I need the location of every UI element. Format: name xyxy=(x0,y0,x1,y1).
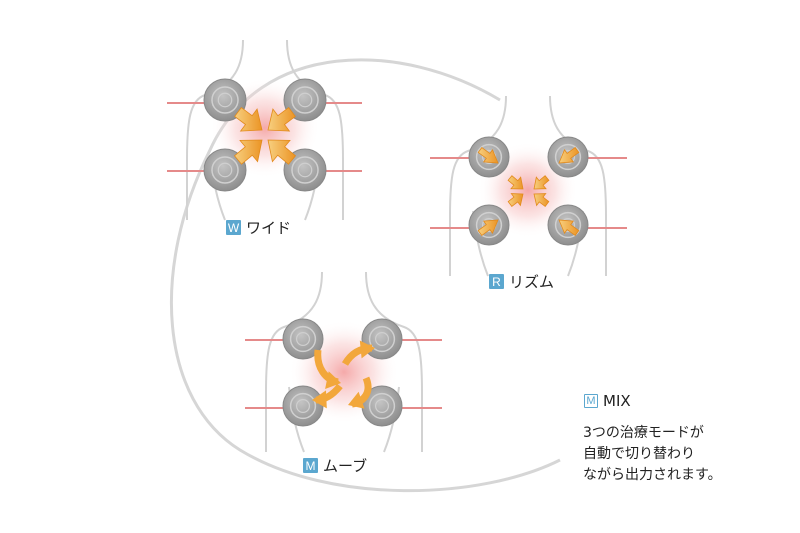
flow-arrow xyxy=(558,147,580,164)
electrode-pad-ring xyxy=(291,86,319,114)
flow-arrow xyxy=(267,139,297,165)
mode-name-mix: MIX xyxy=(603,392,631,410)
electrode-pad-ring xyxy=(297,162,313,178)
body-outline xyxy=(265,271,423,453)
mix-description-line: ながら出力されます。 xyxy=(583,467,722,483)
electrode-pad-ring xyxy=(289,392,317,420)
flow-arrow xyxy=(533,175,550,190)
electrode-pad xyxy=(203,148,247,192)
flow-arrow xyxy=(507,175,524,190)
flow-arrow xyxy=(507,193,524,207)
electrode-pad xyxy=(282,385,324,427)
figure-wide xyxy=(167,39,362,221)
electrode-pad-ring xyxy=(375,399,390,414)
mode-label-mix: M MIX xyxy=(584,392,631,410)
electrode-pad-ring xyxy=(211,86,239,114)
electrode-pad-ring xyxy=(297,92,313,108)
swirl-arrow-head xyxy=(348,391,365,409)
electrode-pad-ring xyxy=(289,325,317,353)
electrode-pad xyxy=(283,78,327,122)
swirl-arrow-head xyxy=(359,340,375,359)
flow-arrow xyxy=(477,147,499,164)
flow-arrow xyxy=(558,219,580,236)
flow-arrow xyxy=(533,193,550,207)
swirl-arrow-head xyxy=(312,390,327,409)
mode-name-rhythm: リズム xyxy=(509,273,555,291)
electrode-pad-ring xyxy=(211,156,239,184)
mode-name-wide: ワイド xyxy=(246,219,292,237)
electrode-pad-ring xyxy=(475,211,503,239)
mix-cycle-loop xyxy=(169,58,561,493)
body-outline xyxy=(449,95,607,277)
mode-badge-mix: M xyxy=(584,394,598,408)
electrode-pad-ring xyxy=(296,399,311,414)
electrode-pad xyxy=(203,78,247,122)
mode-name-move: ムーブ xyxy=(323,457,368,475)
electrode-pad-ring xyxy=(375,332,390,347)
mode-badge-rhythm: R xyxy=(489,274,504,289)
electrode-pad-ring xyxy=(554,143,582,171)
figure-move xyxy=(245,271,442,453)
electrode-pad-ring xyxy=(368,325,396,353)
flow-arrow xyxy=(477,219,499,236)
mix-description: 3つの治療モードが 自動で切り替わり ながら出力されます。 xyxy=(583,423,793,486)
electrode-pad-ring xyxy=(296,332,311,347)
mode-label-wide: W ワイド xyxy=(226,217,291,238)
figure-rhythm xyxy=(430,95,627,277)
electrode-pad-ring xyxy=(368,392,396,420)
flow-arrow xyxy=(267,107,296,132)
swirl-arrow-head xyxy=(325,371,341,389)
electrode-pad-ring xyxy=(554,211,582,239)
mode-badge-move: M xyxy=(303,458,318,473)
electrode-pad-ring xyxy=(475,143,503,171)
electrode-pad-ring xyxy=(291,156,319,184)
mix-description-line: 自動で切り替わり xyxy=(583,446,695,462)
electrode-pad xyxy=(283,148,327,192)
mode-badge-wide: W xyxy=(226,220,241,235)
flow-arrow xyxy=(234,107,263,132)
electrode-pad xyxy=(282,318,324,360)
electrode-pad-ring xyxy=(217,92,233,108)
mode-label-move: M ムーブ xyxy=(303,455,367,476)
mode-label-rhythm: R リズム xyxy=(489,271,554,292)
electrode-pad-ring xyxy=(217,162,233,178)
flow-arrow xyxy=(233,139,263,165)
mix-description-line: 3つの治療モードが xyxy=(583,425,704,441)
